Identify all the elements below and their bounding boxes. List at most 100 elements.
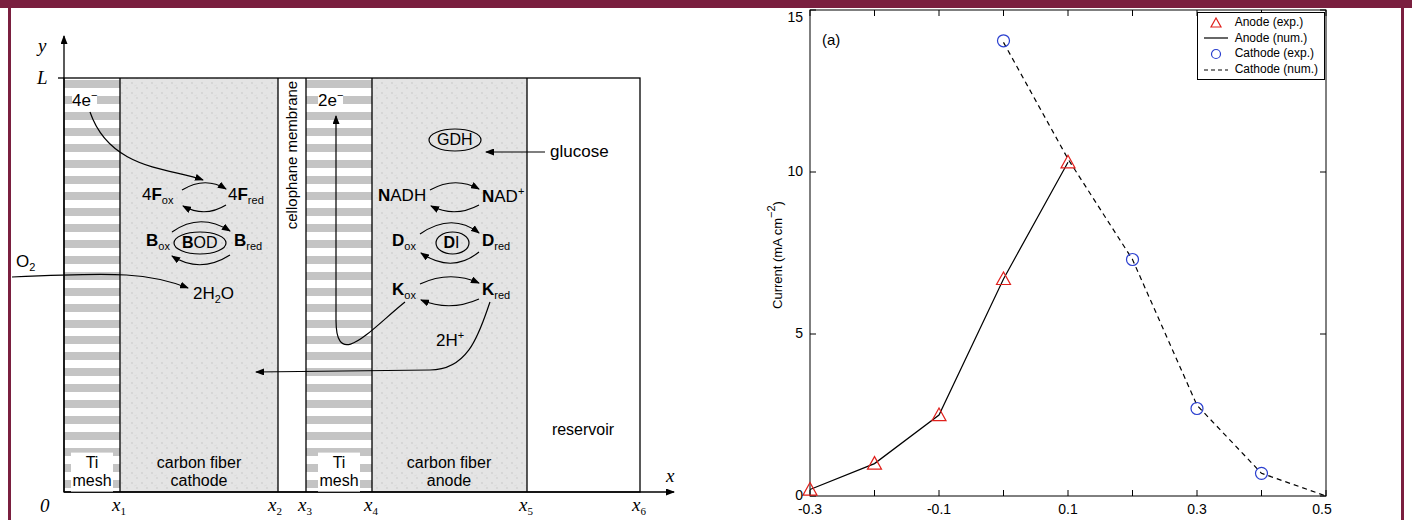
tick <box>810 334 816 335</box>
label-text: x <box>268 494 276 515</box>
legend-row: Cathode (num.) <box>1202 62 1318 78</box>
legend-sample <box>1202 64 1230 76</box>
label-text: −2 <box>765 205 777 218</box>
tick <box>874 10 875 16</box>
label-text: 5 <box>527 505 533 517</box>
label-text: x <box>364 494 372 515</box>
legend-sample <box>1202 48 1230 60</box>
label-text: 0.3 <box>1187 501 1206 517</box>
label-text: Current (mA cm <box>770 218 785 309</box>
label-text: + <box>518 185 524 197</box>
label-text: ox <box>162 194 174 206</box>
label-text: K <box>392 280 404 299</box>
band-label: reservoir <box>533 421 633 439</box>
label: NADH <box>378 187 426 206</box>
band-label: carbon fiber anode <box>394 454 504 491</box>
tick <box>1003 490 1004 496</box>
label: Kox <box>392 281 416 301</box>
enzyme-oval: GDH <box>428 128 482 152</box>
legend-row: Cathode (exp.) <box>1202 46 1318 62</box>
label: 2e− <box>318 89 343 111</box>
enzyme-label: DI <box>444 234 460 252</box>
label: Box <box>146 232 170 252</box>
legend-row: Anode (num.) <box>1202 31 1318 47</box>
label: 10 <box>787 164 803 179</box>
line-sample <box>1204 38 1228 39</box>
layer-band: cellophane membrane <box>278 78 306 492</box>
label-text: F <box>237 185 247 204</box>
line-sample <box>1204 69 1228 70</box>
label: 4Fred <box>228 186 264 206</box>
layer-band: Ti mesh <box>306 78 372 492</box>
tick <box>1326 10 1327 16</box>
enzyme-oval: DI <box>435 231 470 255</box>
label: Kred <box>482 281 510 301</box>
label-text: 0.5 <box>1312 501 1331 517</box>
tick <box>1320 496 1326 497</box>
label: O2 <box>16 253 35 273</box>
tick <box>1068 10 1069 16</box>
label: -0.1 <box>927 502 951 517</box>
label-text: red <box>248 194 264 206</box>
enzyme-name: GDH <box>437 131 473 148</box>
band-label: carbon fiber cathode <box>144 454 254 491</box>
label-text: 1 <box>120 505 126 517</box>
label: -0.3 <box>798 502 822 517</box>
label-text: ox <box>158 240 170 252</box>
tick <box>874 490 875 496</box>
circle-marker <box>1256 467 1268 479</box>
label-text: ox <box>404 289 416 301</box>
label-text: 3 <box>306 505 312 517</box>
enzyme-name: B <box>182 234 194 251</box>
label: 0.1 <box>1058 502 1077 517</box>
label: 2H2O <box>193 285 234 305</box>
label-text: L <box>37 67 48 88</box>
tick <box>810 10 811 16</box>
label: L <box>37 68 48 89</box>
tick <box>1320 10 1326 11</box>
tick <box>1132 10 1133 16</box>
label: Dred <box>482 232 510 252</box>
label-text: AD <box>494 187 518 206</box>
label: 15 <box>787 10 803 25</box>
label-text: ADH <box>390 186 426 205</box>
label-text: O <box>221 284 234 303</box>
label-text: 6 <box>640 505 646 517</box>
tick <box>1261 490 1262 496</box>
label-text: 10 <box>787 163 803 179</box>
circle-marker <box>1191 403 1203 415</box>
label-text: B <box>234 231 246 250</box>
label-text: 2 <box>276 505 282 517</box>
tick <box>810 172 816 173</box>
label-text: 4 <box>142 185 151 204</box>
label: Current (mA cm−2) <box>765 201 785 309</box>
circle-marker <box>1211 49 1220 58</box>
label-text: x <box>666 465 674 486</box>
band-label: cellophane membrane <box>283 81 300 229</box>
label-text: ) <box>770 201 785 205</box>
triangle-marker <box>1211 18 1221 27</box>
label: x3 <box>298 495 312 517</box>
tick <box>1132 490 1133 496</box>
label: 0.5 <box>1312 502 1331 517</box>
label-text: 2H <box>193 284 215 303</box>
tick <box>1068 490 1069 496</box>
label-text: D <box>482 231 494 250</box>
label-text: − <box>91 89 97 101</box>
triangle-marker <box>1061 155 1075 168</box>
label-text: (a) <box>822 31 840 48</box>
label-text: 4e <box>72 91 91 110</box>
label-text: -0.3 <box>798 501 822 517</box>
legend-box: Anode (exp.)Anode (num.)Cathode (exp.)Ca… <box>1197 12 1325 80</box>
triangle-marker <box>932 408 946 421</box>
label-text: + <box>458 329 464 341</box>
label-text: 2e <box>318 91 337 110</box>
label-text: x <box>298 494 306 515</box>
layer-band: reservoir <box>527 78 640 492</box>
label: glucose <box>550 143 609 162</box>
label-text: y <box>38 35 46 56</box>
band-label: Ti mesh <box>318 453 360 492</box>
anode-line <box>810 162 1068 489</box>
plot-frame <box>810 10 1326 496</box>
label-text: 4 <box>228 185 237 204</box>
